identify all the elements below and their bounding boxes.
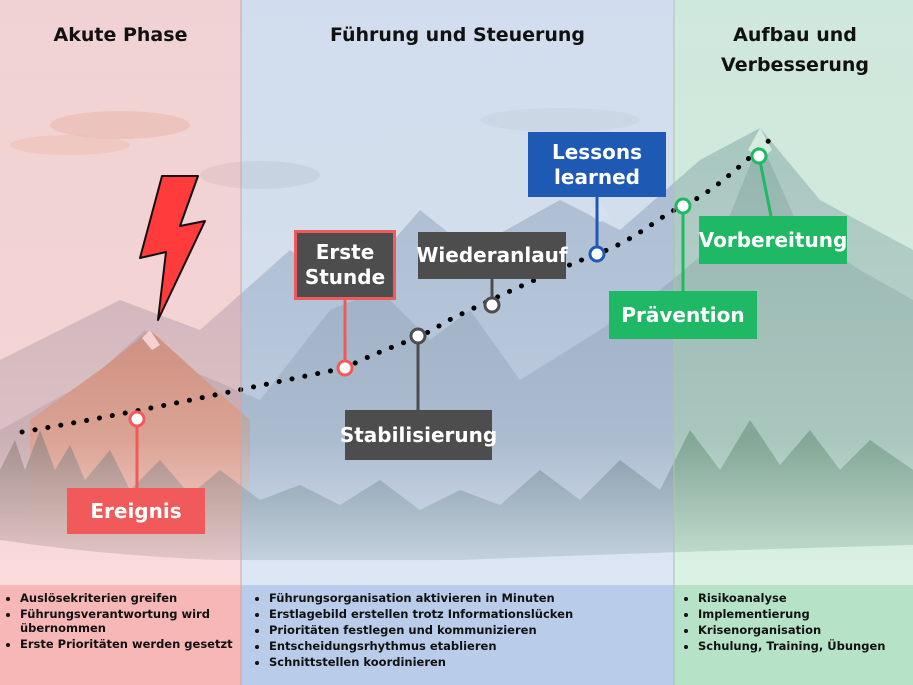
list-item: Entscheidungsrhythmus etablieren	[269, 639, 668, 653]
list-item: Risikoanalyse	[698, 591, 907, 605]
phase-title-acute: Akute Phase	[53, 24, 188, 46]
acute-phase-band	[0, 0, 241, 585]
milestone-ereignis: Ereignis	[67, 488, 205, 534]
milestone-stabilisierung: Stabilisierung	[340, 410, 497, 460]
vorbereitung-connector	[757, 155, 773, 217]
list-item: Erste Prioritäten werden gesetzt	[20, 637, 235, 651]
list-item: Führungsorganisation aktivieren in Minut…	[269, 591, 668, 605]
improvement-panel-bg	[674, 585, 913, 685]
milestone-wiederanlauf: Wiederanlauf	[416, 232, 568, 279]
panel-acute-list: Auslösekriterien greifen Führungsverantw…	[6, 591, 235, 651]
steering-panel-bg	[241, 585, 674, 685]
list-item: Implementierung	[698, 607, 907, 621]
stabilisierung-marker	[409, 327, 427, 345]
panel-steering: Führungsorganisation aktivieren in Minut…	[241, 585, 674, 685]
vorbereitung-marker	[750, 147, 768, 165]
wiederanlauf-marker	[483, 296, 501, 314]
phase-title-improvement: Aufbau und Verbesserung	[721, 24, 869, 76]
list-item: Krisenorganisation	[698, 623, 907, 637]
list-item: Prioritäten festlegen und kommunizieren	[269, 623, 668, 637]
list-item: Auslösekriterien greifen	[20, 591, 235, 605]
milestone-lessons-learned: Lessons learned	[528, 132, 666, 197]
milestone-erste-stunde: Erste Stunde	[294, 230, 396, 300]
lessons-marker	[588, 245, 606, 263]
milestone-vorbereitung: Vorbereitung	[699, 216, 847, 264]
panel-acute: Auslösekriterien greifen Führungsverantw…	[0, 585, 241, 685]
list-item: Schnittstellen koordinieren	[269, 655, 668, 669]
panel-improvement-list: Risikoanalyse Implementierung Krisenorga…	[684, 591, 907, 653]
list-item: Erstlagebild erstellen trotz Information…	[269, 607, 668, 621]
panel-improvement: Risikoanalyse Implementierung Krisenorga…	[674, 585, 913, 685]
milestone-praevention: Prävention	[609, 291, 757, 339]
erste-stunde-marker	[336, 359, 354, 377]
praevention-marker	[674, 197, 692, 215]
panel-steering-list: Führungsorganisation aktivieren in Minut…	[255, 591, 668, 669]
lightning-bolt-icon	[139, 175, 206, 321]
ereignis-marker	[128, 410, 146, 428]
list-item: Führungsverantwortung wird übernommen	[20, 607, 235, 635]
phase-title-steering: Führung und Steuerung	[329, 24, 586, 46]
list-item: Schulung, Training, Übungen	[698, 639, 907, 653]
acute-panel-bg	[0, 585, 241, 685]
